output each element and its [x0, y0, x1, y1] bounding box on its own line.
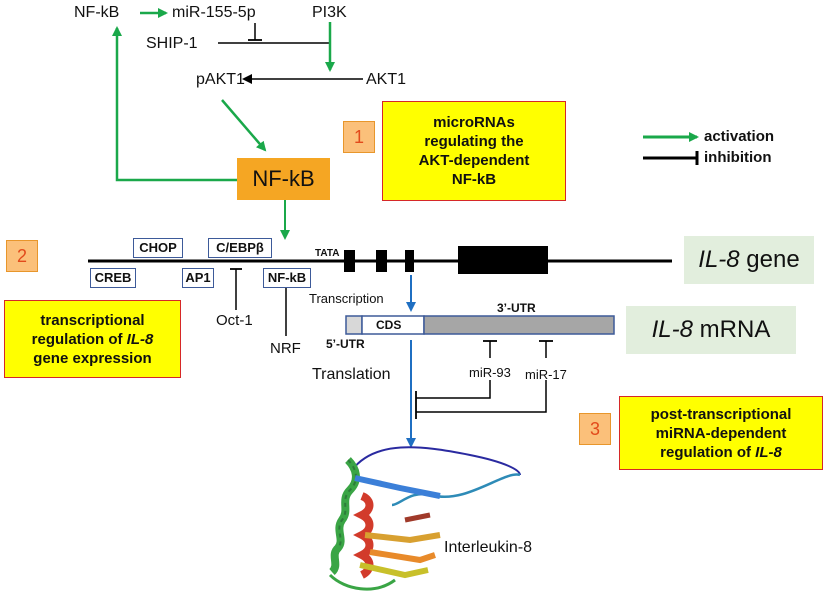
exon-3: [405, 250, 414, 272]
cds-label: CDS: [376, 318, 402, 332]
akt1-label: AKT1: [366, 71, 407, 88]
callout-1-number: 1: [343, 121, 375, 153]
tf-cebpb-box: C/EBPβ: [208, 238, 272, 258]
callout-2-number: 2: [6, 240, 38, 272]
pakt1-label: pAKT1: [196, 71, 245, 88]
il8-mrna-label: IL-8 mRNA: [626, 306, 796, 354]
tf-nfkb-box: NF-kB: [263, 268, 311, 288]
callout-1-line: microRNAs: [433, 114, 515, 131]
arrow-nfkb-feedback: [112, 26, 237, 182]
tf-ap1-box: AP1: [182, 268, 214, 288]
ship1-label: SHIP-1: [146, 35, 198, 52]
tata-label: TATA: [315, 248, 340, 259]
inhibit-mir93: [416, 380, 491, 399]
callout-2-line: gene expression: [33, 349, 152, 367]
mir17-label: miR-17: [525, 367, 567, 382]
callout-1-line: NF-kB: [451, 171, 497, 188]
utr5-label: 5’-UTR: [326, 337, 365, 351]
nfkb-main-box: NF-kB: [237, 158, 330, 200]
mrna-utr5: [345, 315, 363, 335]
callout-2-line: regulation of IL-8: [31, 330, 154, 348]
exon-2: [376, 250, 387, 272]
callout-1-line: regulating the: [424, 133, 524, 150]
pi3k-label: PI3K: [312, 4, 347, 21]
inhibit-mir17: [416, 380, 547, 413]
arrow-pakt1-to-nfkb: [221, 99, 267, 152]
callout-1-line: AKT-dependent: [418, 152, 530, 169]
callout-3-line: miRNA-dependent: [655, 424, 787, 442]
interleukin-8-protein-structure: [328, 446, 521, 591]
tf-creb-box: CREB: [90, 268, 136, 288]
translation-label: Translation: [312, 366, 391, 383]
callout-2-box: transcriptional regulation of IL-8 gene …: [4, 300, 181, 378]
exon-4: [458, 246, 548, 274]
interleukin-8-label: Interleukin-8: [444, 539, 533, 556]
legend-activation-label: activation: [704, 128, 775, 145]
callout-3-box: post-transcriptional miRNA-dependent reg…: [619, 396, 823, 470]
callout-3-line: post-transcriptional: [650, 405, 792, 423]
callout-1-box: microRNAs regulating the AKT-dependent N…: [382, 101, 566, 201]
il8-gene-label: IL-8 gene: [684, 236, 814, 284]
mrna-utr3: [423, 315, 615, 335]
callout-2-line: transcriptional: [40, 311, 145, 329]
nfkb-top-label: NF-kB: [74, 4, 120, 21]
utr3-label: 3’-UTR: [497, 301, 536, 315]
oct1-label: Oct-1: [216, 312, 253, 329]
callout-3-line: regulation of IL-8: [660, 443, 782, 461]
exon-1: [344, 250, 355, 272]
mir93-label: miR-93: [469, 365, 511, 380]
callout-3-number: 3: [579, 413, 611, 445]
legend-inhibition-label: inhibition: [704, 149, 772, 166]
mir155-label: miR-155-5p: [172, 4, 256, 21]
transcription-label: Transcription: [309, 291, 384, 306]
tf-chop-box: CHOP: [133, 238, 183, 258]
nrf-label: NRF: [270, 340, 301, 357]
